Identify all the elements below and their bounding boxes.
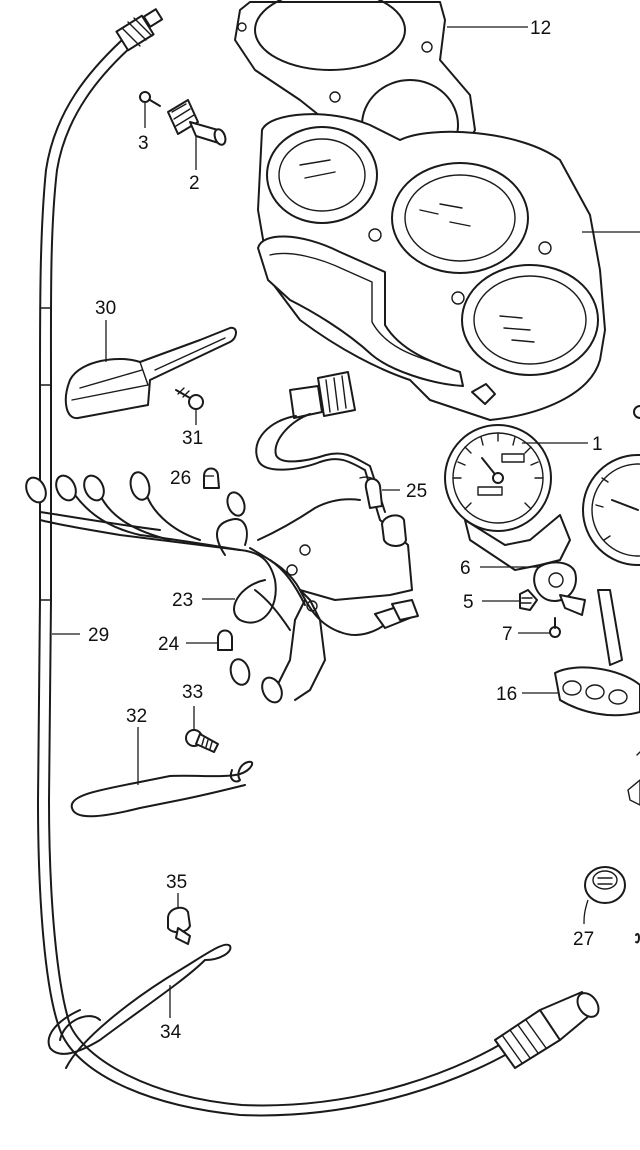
part-34-wire-clip (47, 943, 232, 1069)
callout-35: 35 (166, 872, 187, 893)
callout-23: 23 (172, 590, 193, 611)
callout-27: 27 (573, 929, 594, 950)
callout-30: 30 (95, 298, 116, 319)
part-29-speedometer-cable (37, 8, 600, 1117)
part-3-screw (139, 91, 161, 107)
part-1-meter-assembly (444, 405, 640, 571)
part-30-clamp (64, 326, 237, 420)
part-6-socket-plate (533, 561, 623, 666)
part-35-screw (167, 906, 191, 945)
leader-lines (52, 26, 589, 1018)
part-23-wiring-harness (25, 371, 419, 704)
callout-29: 29 (88, 625, 109, 646)
part-31-screw (175, 387, 204, 410)
callout-7: 7 (502, 624, 513, 645)
callout-34: 34 (160, 1022, 182, 1043)
callout-6: 6 (460, 558, 471, 579)
part-7-screw (549, 617, 561, 638)
callout-1: 1 (592, 434, 603, 455)
part-25-bulb (364, 477, 383, 509)
callout-16: 16 (496, 684, 517, 705)
callout-3: 3 (138, 133, 149, 154)
part-5-bulb-socket (519, 589, 538, 611)
part-2-cable-bolt (167, 99, 227, 146)
meter-case-housing (257, 113, 606, 421)
callout-33: 33 (182, 682, 203, 703)
callout-26: 26 (170, 468, 191, 489)
callout-2: 2 (189, 173, 200, 194)
part-33-screw (185, 729, 219, 753)
callout-32: 32 (126, 706, 147, 727)
part-16-reflector-plate (554, 666, 640, 806)
part-26-bulb (203, 467, 220, 489)
callout-24: 24 (158, 634, 180, 655)
callout-labels: 12 3 2 30 31 26 25 1 6 5 7 23 29 24 33 3… (88, 18, 603, 1043)
callout-5: 5 (463, 592, 474, 613)
part-27-grommet (584, 866, 640, 944)
callout-12: 12 (530, 18, 551, 39)
callout-25: 25 (406, 481, 427, 502)
callout-31: 31 (182, 428, 203, 449)
part-24-bulb (217, 629, 233, 651)
part-32-wire-clip (70, 760, 254, 818)
